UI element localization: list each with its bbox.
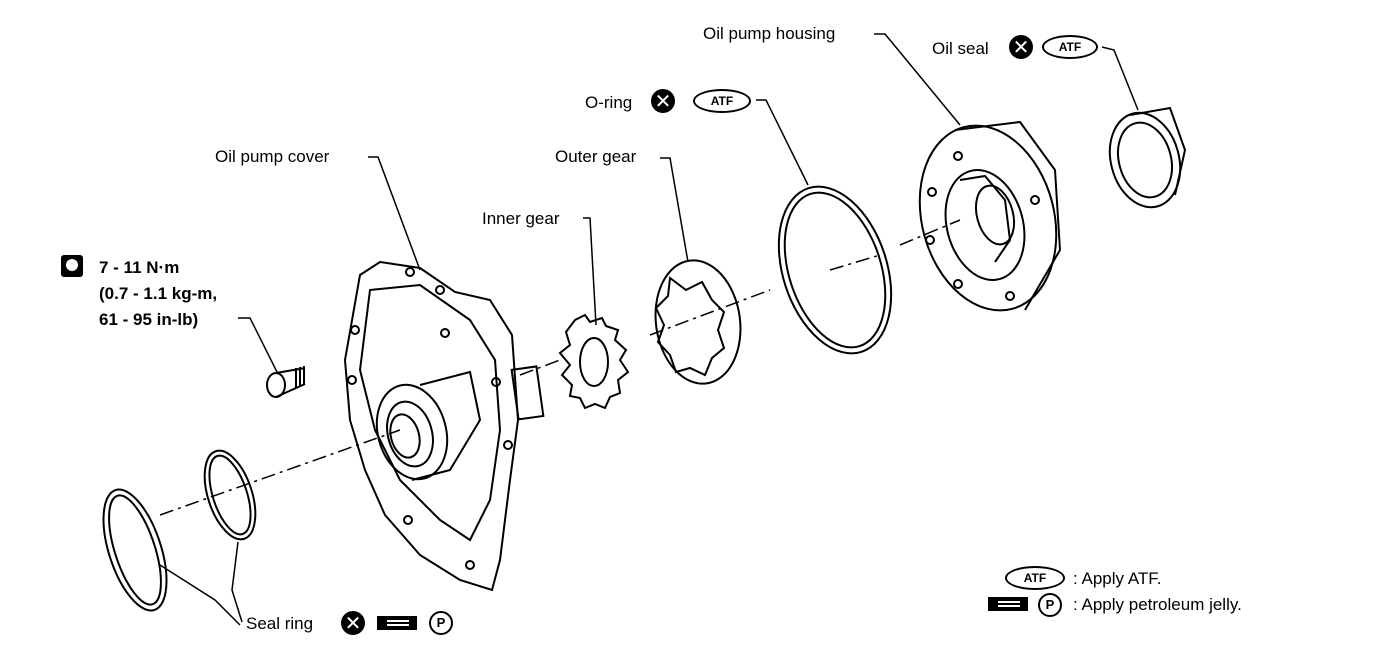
- legend-p-circle-icon: P: [1038, 593, 1062, 617]
- torque-line-3: 61 - 95 in-lb): [99, 310, 199, 329]
- label-oil-pump-housing: Oil pump housing: [703, 24, 836, 43]
- atf-oval-icon: ATF: [693, 89, 751, 113]
- center-axis-line: [159, 219, 961, 516]
- legend-petroleum-jelly-icon: [988, 597, 1028, 611]
- leader-lines: [159, 33, 1139, 626]
- oil-seal: [1108, 106, 1187, 209]
- replace-x-icon: ✕: [651, 89, 675, 113]
- o-ring: [777, 185, 893, 355]
- torque-wrench-icon: [61, 255, 83, 277]
- label-seal-ring: Seal ring: [246, 614, 314, 633]
- bolt: [266, 366, 306, 398]
- seal-ring-left: [102, 488, 168, 612]
- seal-ring-right: [203, 449, 257, 541]
- label-inner-gear: Inner gear: [482, 209, 560, 228]
- oil-pump-cover: [343, 260, 545, 592]
- label-outer-gear: Outer gear: [555, 147, 637, 166]
- legend-atf-text: : Apply ATF.: [1073, 569, 1162, 588]
- torque-line-2: (0.7 - 1.1 kg-m,: [99, 284, 218, 303]
- outer-gear: [654, 259, 742, 385]
- p-circle-icon: P: [429, 611, 453, 635]
- legend-jelly-text: : Apply petroleum jelly.: [1073, 595, 1242, 614]
- replace-x-icon: ✕: [1009, 35, 1033, 59]
- oil-pump-housing: [918, 120, 1062, 312]
- petroleum-jelly-icon: [377, 616, 417, 630]
- torque-line-1: 7 - 11 N·m: [99, 258, 180, 277]
- legend-atf-oval-icon: ATF: [1005, 566, 1065, 590]
- label-oil-pump-cover: Oil pump cover: [215, 147, 330, 166]
- label-oil-seal: Oil seal: [932, 39, 989, 58]
- label-o-ring: O-ring: [585, 93, 633, 112]
- atf-oval-icon: ATF: [1042, 35, 1098, 59]
- replace-x-icon: ✕: [341, 611, 365, 635]
- inner-gear: [558, 313, 630, 410]
